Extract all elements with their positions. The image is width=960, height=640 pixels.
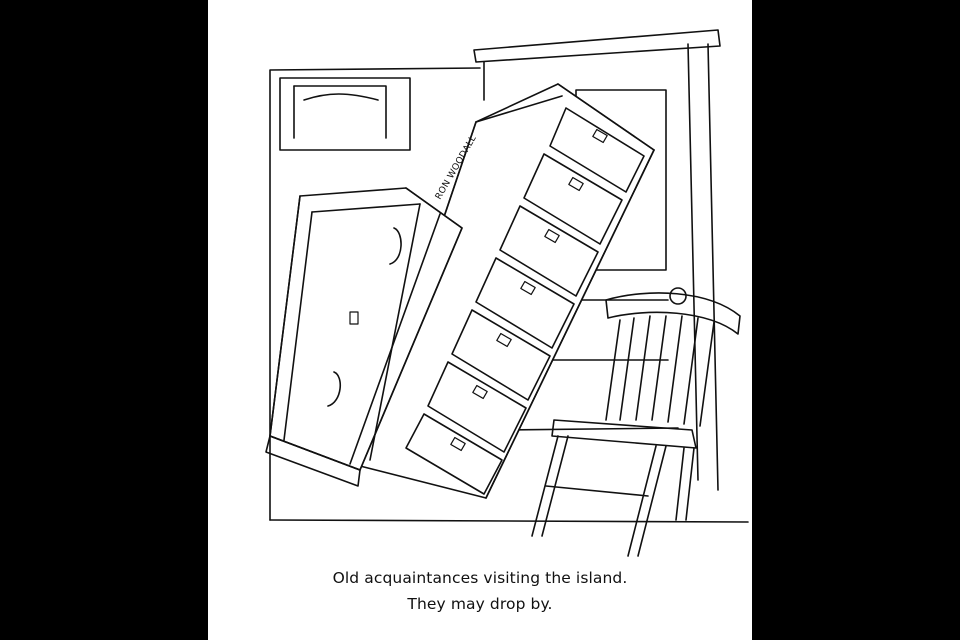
cartoon-illustration: RON WOODALL <box>208 0 752 560</box>
room-wall <box>269 67 749 523</box>
coffin <box>265 187 463 487</box>
caption-line-2: They may drop by. <box>407 595 553 613</box>
cartoon-panel: RON WOODALL Old acquaintances visiting t… <box>208 0 752 640</box>
chair <box>531 287 741 557</box>
caption-line-1: Old acquaintances visiting the island. <box>332 569 628 587</box>
